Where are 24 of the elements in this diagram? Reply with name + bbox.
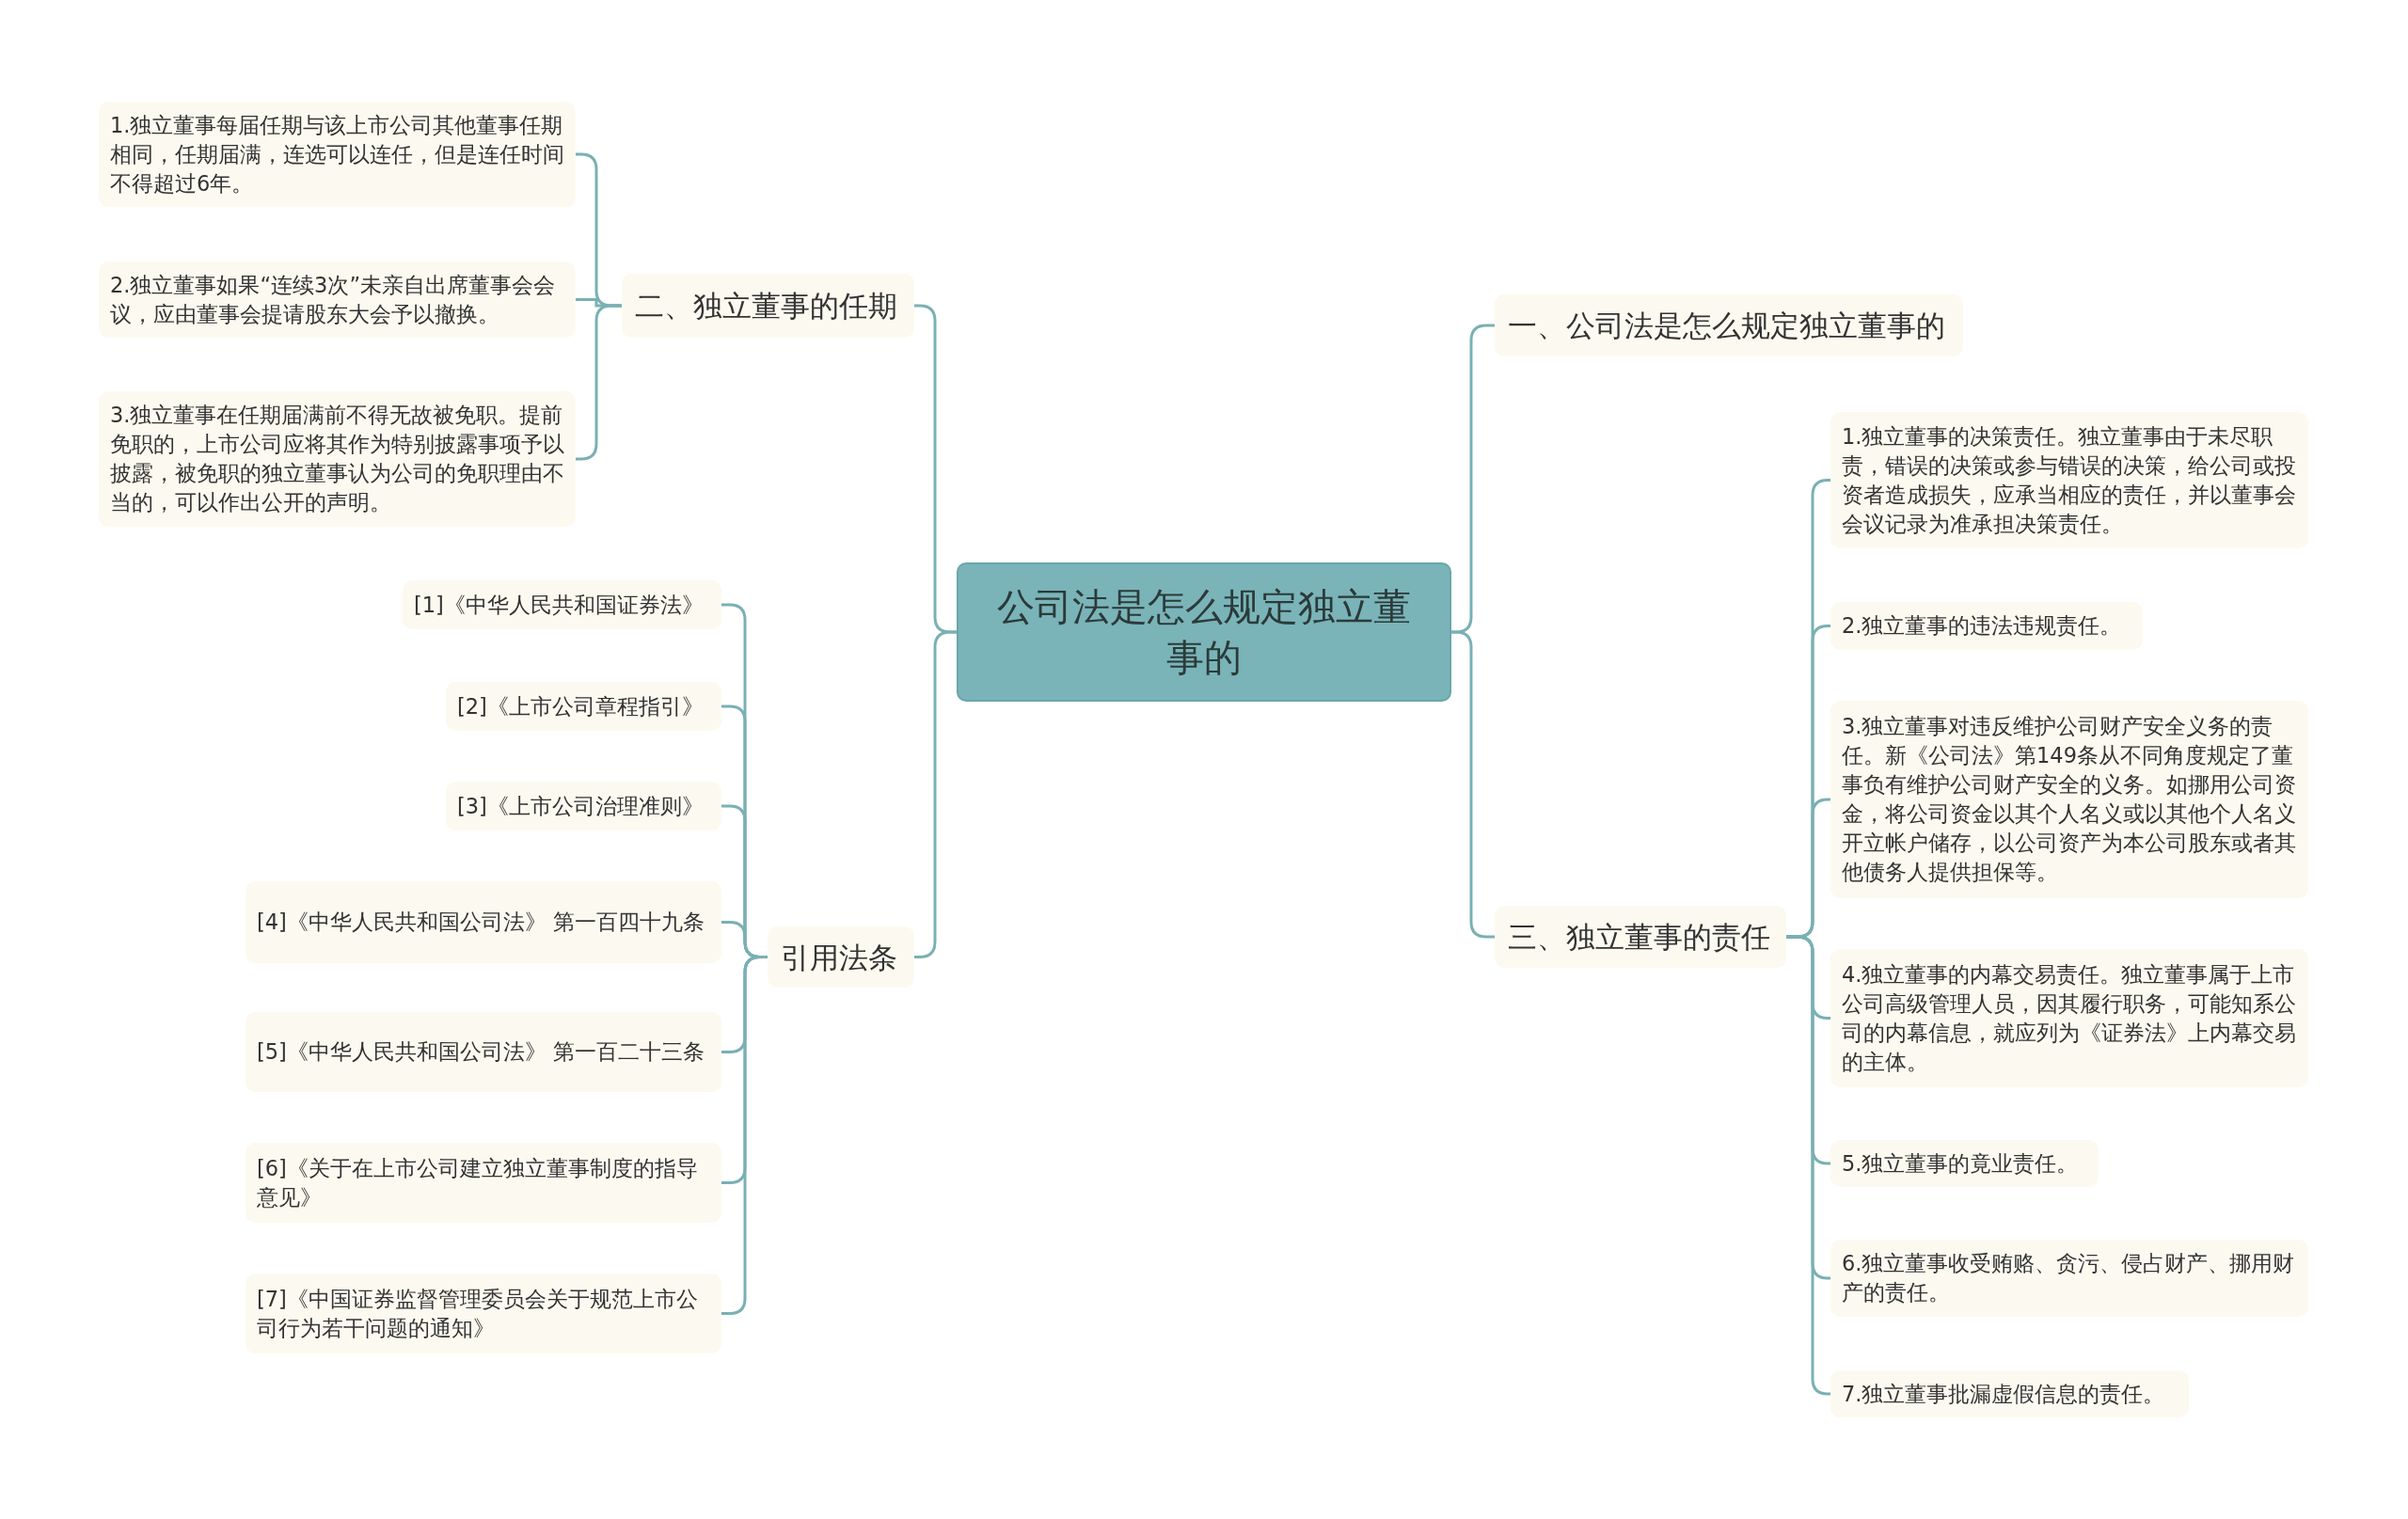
- subtopic-box: 3.独立董事对违反维护公司财产安全义务的责任。新《公司法》第149条从不同角度规定了董事负有维护公司财产安全的义务。如挪用公司资金，将公司资金以其个人名义或以其他个人名义开立帐户储存，以公司资产为本公司股东或者其他债务人提供担保等。: [1830, 701, 2308, 898]
- subtopic-box: 2.独立董事的违法违规责任。: [1830, 602, 2143, 650]
- subtopic-box: 6.独立董事收受贿赂、贪污、侵占财产、挪用财产的责任。: [1830, 1240, 2308, 1317]
- connector: [1451, 630, 1495, 939]
- central-topic-box: 公司法是怎么规定独立董事的: [957, 562, 1451, 702]
- subtopic-box: 7.独立董事批漏虚假信息的责任。: [1830, 1370, 2189, 1417]
- connector: [1786, 935, 1831, 1396]
- subtopic-box: 2.独立董事如果“连续3次”未亲自出席董事会会议，应由董事会提请股东大会予以撤换。: [99, 261, 576, 338]
- subtopic-box: [4]《中华人民共和国公司法》 第一百四十九条: [246, 881, 721, 963]
- subtopic-box: 5.独立董事的竟业责任。: [1830, 1140, 2099, 1187]
- branch-topic-box: 三、独立董事的责任: [1495, 906, 1786, 968]
- subtopic-box: [5]《中华人民共和国公司法》 第一百二十三条: [246, 1012, 721, 1092]
- branch-topic-box: 一、公司法是怎么规定独立董事的: [1495, 294, 1963, 356]
- subtopic-box: 1.独立董事每届任期与该上市公司其他董事任期相同，任期届满，连选可以连任，但是连任时间不得超过6年。: [99, 102, 576, 207]
- subtopic-box: [3]《上市公司治理准则》: [446, 782, 721, 831]
- branch-topic-box: 引用法条: [768, 926, 914, 988]
- subtopic-box: 1.独立董事的决策责任。独立董事由于未尽职责，错误的决策或参与错误的决策，给公司或投资者造成损失，应承当相应的责任，并以董事会会议记录为准承担决策责任。: [1830, 412, 2308, 548]
- subtopic-box: [7]《中国证券监督管理委员会关于规范上市公司行为若干问题的通知》: [246, 1274, 721, 1353]
- branch-topic-box: 二、独立董事的任期: [622, 274, 914, 338]
- subtopic-box: 3.独立董事在任期届满前不得无故被免职。提前免职的，上市公司应将其作为特别披露事项予以披露，被免职的独立董事认为公司的免职理由不当的，可以作出公开的声明。: [99, 391, 576, 527]
- subtopic-box: [2]《上市公司章程指引》: [446, 682, 721, 731]
- subtopic-box: 4.独立董事的内幕交易责任。独立董事属于上市公司高级管理人员，因其履行职务，可能知系公司的内幕信息，就应列为《证券法》上内幕交易的主体。: [1830, 949, 2308, 1087]
- subtopic-box: [6]《关于在上市公司建立独立董事制度的指导意见》: [246, 1143, 721, 1223]
- subtopic-box: [1]《中华人民共和国证券法》: [403, 580, 721, 629]
